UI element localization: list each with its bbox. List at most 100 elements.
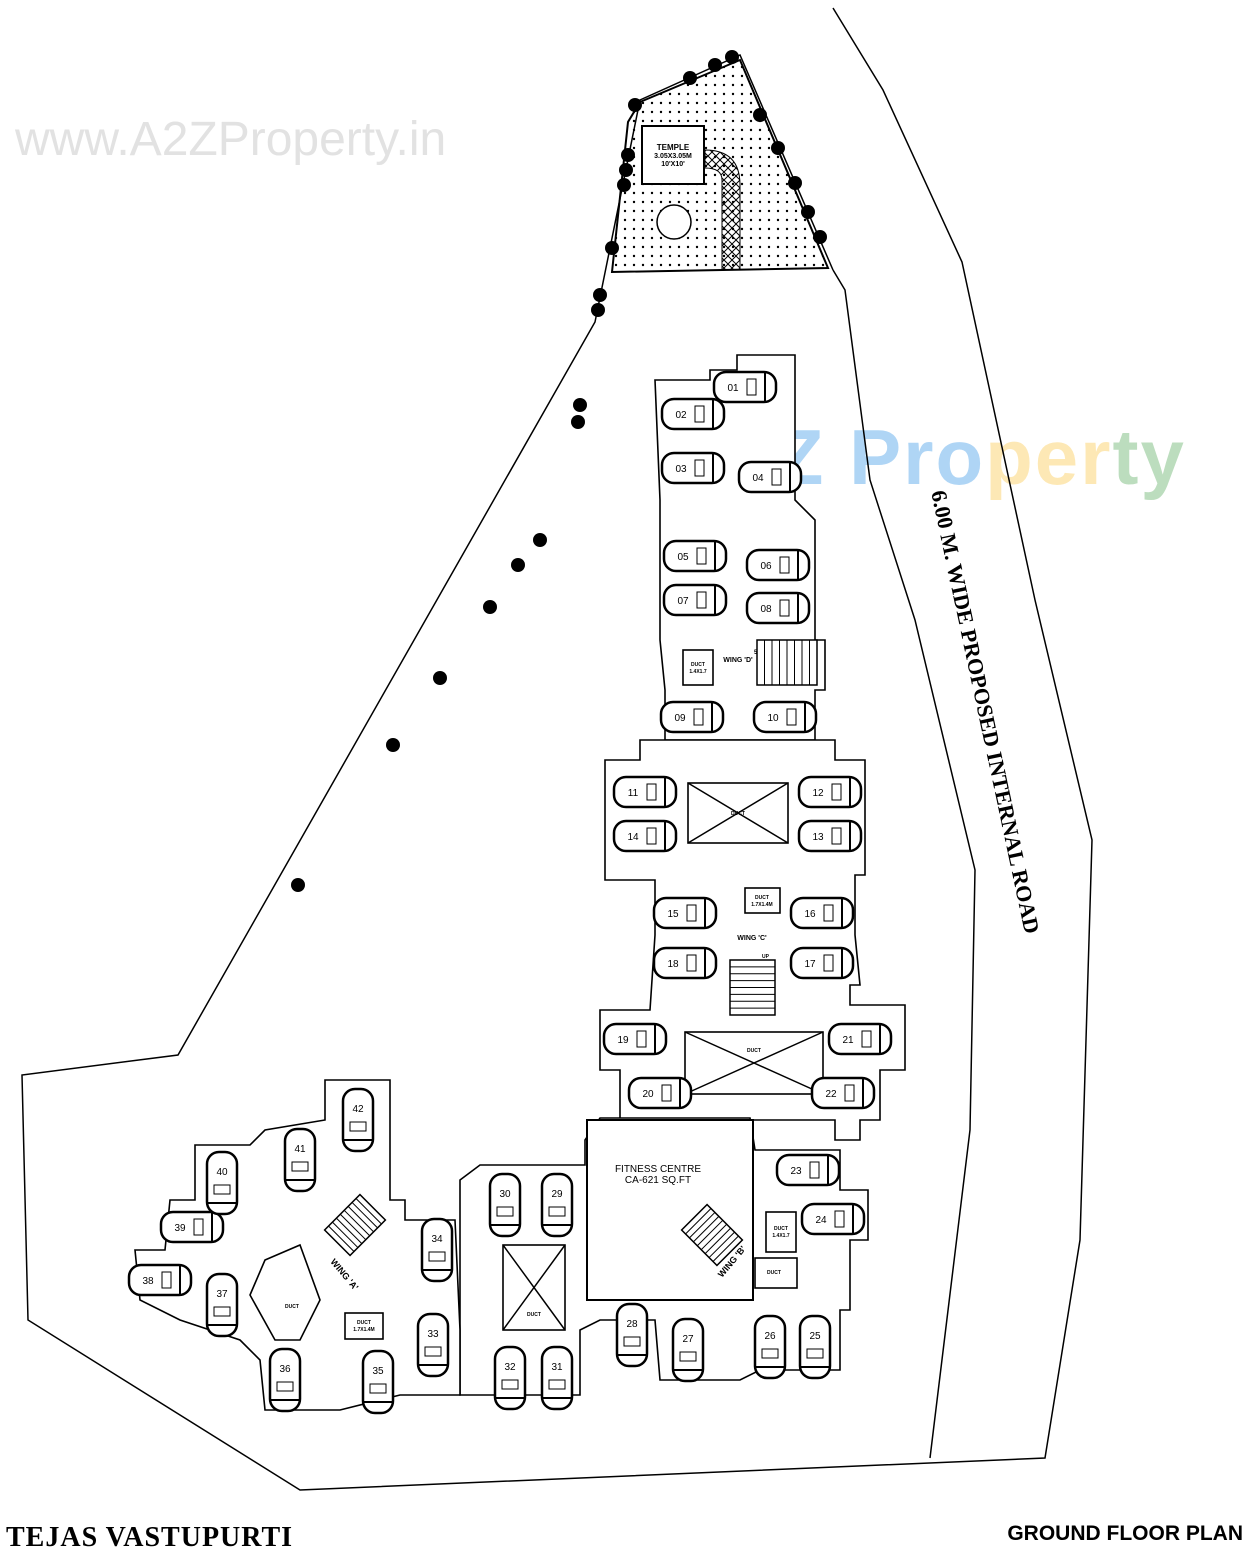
parking-number: 22 (825, 1089, 837, 1100)
staircase (729, 959, 776, 1016)
car-icon (660, 397, 726, 431)
tree-icon (571, 415, 585, 429)
parking-space: 10 (752, 700, 818, 734)
parking-space: 03 (660, 451, 726, 485)
tree-icon (617, 178, 631, 192)
parking-number: 32 (504, 1362, 516, 1373)
tree-icon (483, 600, 497, 614)
parking-space: 11 (612, 775, 678, 809)
parking-number: 37 (216, 1289, 228, 1300)
parking-space: 17 (789, 946, 855, 980)
parking-space: 01 (712, 370, 778, 404)
parking-number: 38 (142, 1276, 154, 1287)
parking-space: 39 (159, 1210, 225, 1244)
duct-label: DUCT (774, 1226, 788, 1232)
parking-number: 06 (760, 561, 772, 572)
parking-number: 26 (764, 1331, 776, 1342)
car-icon (753, 1314, 787, 1380)
parking-space: 31 (540, 1345, 574, 1411)
parking-number: 02 (675, 410, 687, 421)
parking-space: 16 (789, 896, 855, 930)
duct-size: 1.7X1.4M (353, 1327, 374, 1333)
parking-number: 03 (675, 464, 687, 475)
tree-icon (573, 398, 587, 412)
parking-number: 13 (812, 832, 824, 843)
parking-number: 27 (682, 1334, 694, 1345)
fitness-area: CA-621 SQ.FT (625, 1175, 691, 1186)
car-icon (612, 819, 678, 853)
parking-number: 39 (174, 1223, 186, 1234)
tree-icon (788, 176, 802, 190)
tree-icon (291, 878, 305, 892)
car-icon (652, 946, 718, 980)
parking-number: 07 (677, 596, 689, 607)
staircase (680, 1203, 744, 1267)
parking-space: 24 (800, 1202, 866, 1236)
parking-number: 34 (431, 1234, 443, 1245)
tree-icon (628, 98, 642, 112)
tree-icon (683, 71, 697, 85)
parking-number: 14 (627, 832, 639, 843)
parking-space: 37 (205, 1272, 239, 1338)
parking-space: 30 (488, 1172, 522, 1238)
car-icon (127, 1263, 193, 1297)
fitness-centre (586, 1119, 754, 1301)
tree-icon (605, 241, 619, 255)
duct-label: DUCT (357, 1320, 371, 1326)
car-icon (775, 1153, 841, 1187)
tree-icon (708, 58, 722, 72)
tree-icon (813, 230, 827, 244)
parking-space: 41 (283, 1127, 317, 1193)
parking-space: 02 (660, 397, 726, 431)
plan-title: GROUND FLOOR PLAN (1007, 1522, 1243, 1545)
tree-icon (533, 533, 547, 547)
car-icon (662, 539, 728, 573)
parking-space: 34 (420, 1217, 454, 1283)
parking-space: 18 (652, 946, 718, 980)
car-icon (341, 1087, 375, 1153)
parking-space: 04 (737, 460, 803, 494)
car-icon (361, 1349, 395, 1415)
parking-space: 25 (798, 1314, 832, 1380)
tree-icon (801, 205, 815, 219)
parking-space: 20 (627, 1076, 693, 1110)
watermark-url: www.A2ZProperty.in (15, 113, 447, 166)
car-icon (789, 946, 855, 980)
car-icon (712, 370, 778, 404)
parking-number: 16 (804, 909, 816, 920)
parking-space: 26 (753, 1314, 787, 1380)
car-icon (662, 583, 728, 617)
parking-number: 19 (617, 1035, 629, 1046)
parking-number: 30 (499, 1189, 511, 1200)
parking-number: 23 (790, 1166, 802, 1177)
car-icon (615, 1302, 649, 1368)
tree-icon (621, 148, 635, 162)
car-icon (659, 700, 725, 734)
parking-space: 14 (612, 819, 678, 853)
temple-size-m: 3.05X3.05M (654, 153, 692, 160)
parking-space: 33 (416, 1312, 450, 1378)
parking-space: 19 (602, 1022, 668, 1056)
duct-size: 1.4X1.7 (772, 1233, 789, 1239)
parking-space: 15 (652, 896, 718, 930)
car-icon (800, 1202, 866, 1236)
car-icon (745, 591, 811, 625)
tree-icon (771, 141, 785, 155)
parking-number: 29 (551, 1189, 563, 1200)
parking-number: 10 (767, 713, 779, 724)
car-icon (797, 775, 863, 809)
fountain (656, 204, 692, 240)
car-icon (205, 1272, 239, 1338)
parking-number: 20 (642, 1089, 654, 1100)
parking-space: 06 (745, 548, 811, 582)
parking-space: 29 (540, 1172, 574, 1238)
parking-number: 24 (815, 1215, 827, 1226)
parking-number: 11 (628, 788, 639, 799)
staircases (323, 639, 818, 1267)
parking-space: 35 (361, 1349, 395, 1415)
car-icon (798, 1314, 832, 1380)
ducts (249, 649, 824, 1341)
car-icon (159, 1210, 225, 1244)
